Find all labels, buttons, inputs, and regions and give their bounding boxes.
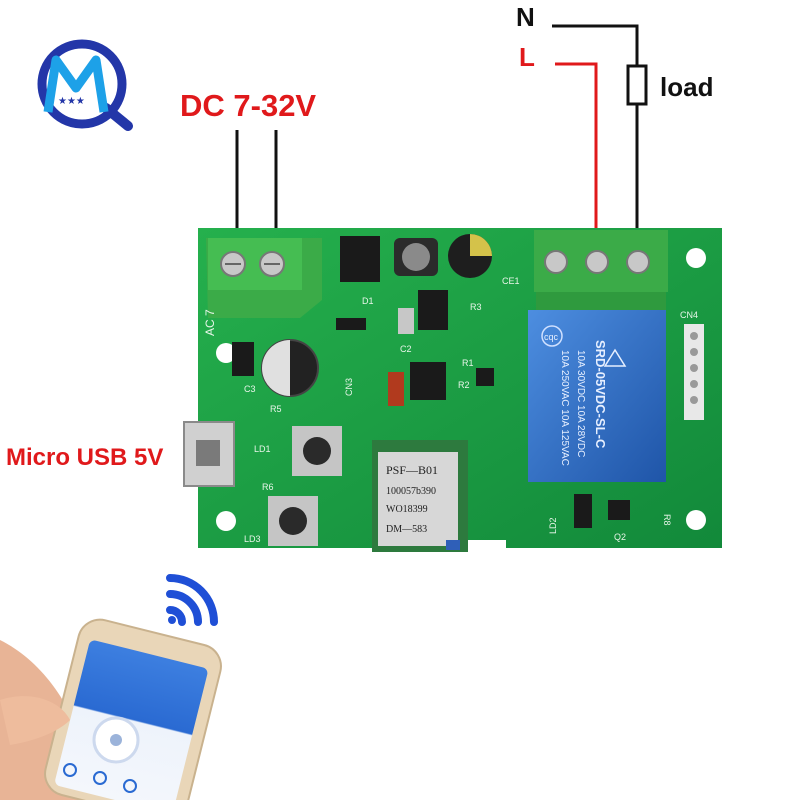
silk-cn4: CN4 [680,310,698,320]
silk-r8: R8 [662,514,672,526]
silk-cn3: CN3 [344,378,354,396]
dc-terminal-block [206,238,322,318]
silk-q2: Q2 [614,532,626,542]
load-terminal-block [534,230,668,310]
wifi-signal-icon [166,574,218,626]
wiring [235,24,648,262]
module-line-2: 100057b390 [386,486,436,497]
neutral-label: N [516,2,535,32]
silk-r6: R6 [262,482,274,492]
usb-input-label: Micro USB 5V [6,444,164,471]
relay-rating-1: 10A 250VAC 10A 125VAC [559,350,570,466]
silk-terminal-dc: AC 7 [203,309,217,336]
relay: cqc 10A 250VAC 10A 125VAC 10A 30VDC 10A … [528,310,666,482]
live-label: L [519,42,535,72]
silk-ld2: LD2 [548,517,558,534]
module-line-3: WO18399 [386,504,428,515]
mq-logo-icon: ★★★ [37,39,133,131]
silk-r1: R1 [462,358,474,368]
warning-icon [603,348,627,367]
silk-ld1: LD1 [254,444,271,454]
relay-brand: cqc [544,332,559,342]
cn4-header [684,324,704,420]
load-resistor-icon [626,64,648,106]
regulator-chip [340,236,380,282]
micro-usb-port [183,421,235,487]
silk-r2: R2 [458,380,470,390]
wifi-module: PSF—B01 100057b390 WO18399 DM—583 [372,440,468,552]
load-label: load [660,72,714,102]
relay-model: SRD-05VDC-SL-C [593,340,608,449]
relay-board: cqc 10A 250VAC 10A 125VAC 10A 30VDC 10A … [183,228,722,552]
silk-c3: C3 [244,384,256,394]
module-line-1: PSF—B01 [386,463,438,477]
push-button-1 [292,426,342,476]
module-line-4: DM—583 [386,524,427,535]
relay-rating-2: 10A 30VDC 10A 28VDC [575,350,586,457]
driver-chip [410,362,446,400]
smartphone-icon [0,618,222,800]
silk-r3: R3 [470,302,482,312]
silk-d1: D1 [362,296,374,306]
dc-input-label: DC 7-32V [180,88,317,123]
silk-r5: R5 [270,404,282,414]
svg-text:★★★: ★★★ [58,96,85,107]
silk-ld3: LD3 [244,534,261,544]
silk-ce1: CE1 [502,276,520,286]
silk-c2: C2 [400,344,412,354]
push-button-2 [268,496,318,546]
